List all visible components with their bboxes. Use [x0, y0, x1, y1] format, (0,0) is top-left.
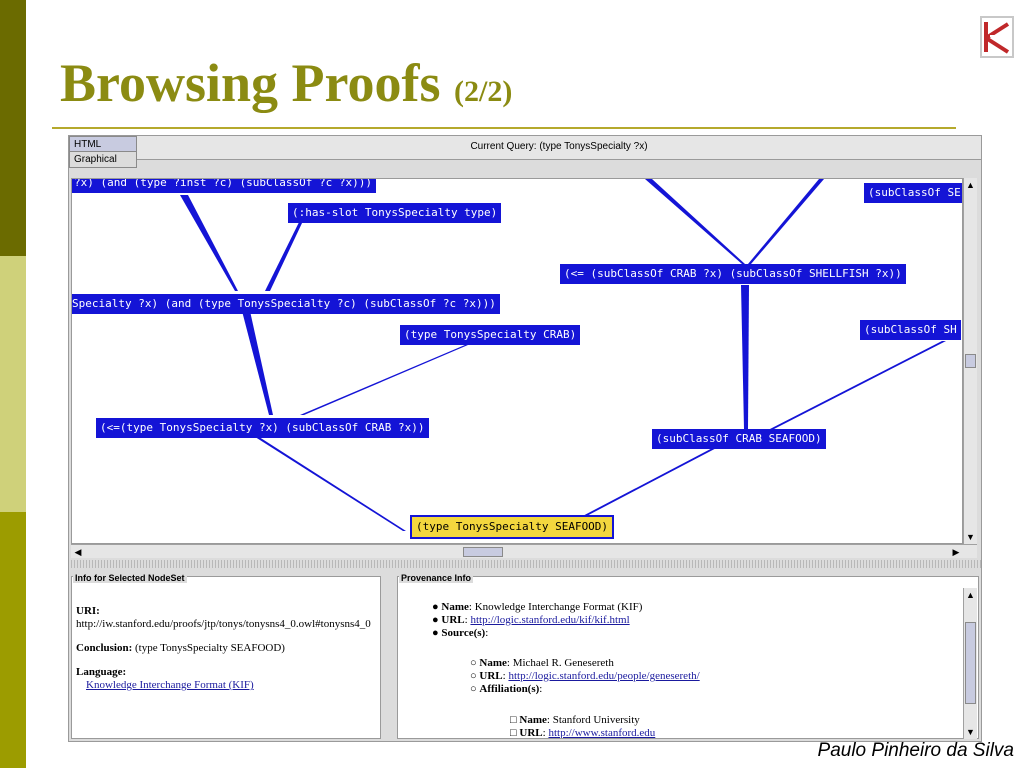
graph-node[interactable]: (<=(type TonysSpecialty ?x) (subClassOf …: [96, 418, 429, 438]
scroll-up-icon[interactable]: ▲: [966, 180, 975, 190]
source-name-row: ○ Name: Michael R. Genesereth: [470, 657, 614, 669]
info-panel-label: Info for Selected NodeSet: [73, 573, 187, 583]
affiliation-name-label: Name: [519, 714, 547, 726]
conclusion-label: Conclusion:: [76, 642, 133, 654]
scroll-thumb[interactable]: [965, 354, 976, 368]
graph-edge: [252, 435, 406, 531]
provenance-vertical-scrollbar[interactable]: ▲ ▼: [963, 588, 977, 739]
graph-edge: [741, 285, 749, 429]
prov-name-row: ● Name: Knowledge Interchange Format (KI…: [432, 601, 643, 613]
uri-value: http://iw.stanford.edu/proofs/jtp/tonys/…: [76, 618, 371, 630]
prov-url-link[interactable]: http://logic.stanford.edu/kif/kif.html: [470, 614, 630, 626]
affiliation-url-row: □ URL: http://www.stanford.edu: [510, 727, 656, 739]
graph-edge: [554, 443, 726, 531]
author-footer: Paulo Pinheiro da Silva: [817, 740, 1014, 761]
proof-browser-window: HTML Graphical Current Query: (type Tony…: [68, 135, 982, 742]
accent-stripe-bottom: [0, 512, 26, 768]
graph-edge: [645, 179, 745, 264]
affiliation-url-link[interactable]: http://www.stanford.edu: [548, 727, 656, 739]
view-tabs: HTML Graphical: [69, 136, 137, 168]
prov-sources-row: ● Source(s):: [432, 627, 489, 639]
source-url-row: ○ URL: http://logic.stanford.edu/people/…: [470, 670, 700, 682]
graph-node[interactable]: ?x) (and (type ?inst ?c) (subClassOf ?c …: [72, 179, 377, 193]
graph-edge: [770, 341, 946, 429]
affiliations-label: Affiliation(s): [479, 683, 540, 695]
language-link[interactable]: Knowledge Interchange Format (KIF): [86, 679, 254, 691]
scroll-down-icon[interactable]: ▼: [966, 532, 975, 542]
graph-node[interactable]: (type TonysSpecialty CRAB): [400, 325, 581, 345]
source-url-label: URL: [479, 670, 503, 682]
tab-graphical[interactable]: Graphical: [69, 152, 137, 168]
prov-url-label: URL: [441, 614, 465, 626]
graph-horizontal-scrollbar[interactable]: ◀ ▶: [71, 544, 977, 558]
affiliation-name-value: : Stanford University: [546, 714, 640, 726]
graph-edge: [300, 342, 475, 415]
provenance-panel-label: Provenance Info: [399, 573, 474, 583]
graph-node[interactable]: (subClassOf SH: [860, 320, 961, 340]
info-content: URI: http://iw.stanford.edu/proofs/jtp/t…: [76, 605, 376, 692]
graph-edge: [180, 195, 238, 291]
uri-label: URI:: [76, 605, 100, 617]
affiliation-name-row: □ Name: Stanford University: [510, 714, 640, 726]
graph-edges: [180, 179, 946, 531]
graph-edge: [242, 311, 273, 415]
scroll-right-icon[interactable]: ▶: [952, 547, 960, 557]
source-url-link[interactable]: http://logic.stanford.edu/people/geneser…: [508, 670, 700, 682]
current-query-bar: Current Query: (type TonysSpecialty ?x): [137, 136, 981, 160]
graph-node[interactable]: (subClassOf SE: [864, 183, 962, 203]
source-name-label: Name: [479, 657, 507, 669]
scroll-down-icon[interactable]: ▼: [966, 727, 975, 737]
conclusion-value: (type TonysSpecialty SEAFOOD): [135, 642, 285, 654]
scroll-thumb[interactable]: [463, 547, 503, 557]
prov-name-value: : Knowledge Interchange Format (KIF): [468, 601, 643, 613]
scroll-up-icon[interactable]: ▲: [966, 590, 975, 600]
affiliation-url-label: URL: [519, 727, 543, 739]
slide-title-suffix: (2/2): [454, 75, 513, 108]
graph-edge: [748, 179, 824, 264]
split-divider[interactable]: [69, 560, 981, 568]
proof-graph-canvas[interactable]: ?x) (and (type ?inst ?c) (subClassOf ?c …: [71, 178, 963, 544]
tab-html[interactable]: HTML: [69, 136, 137, 152]
graph-node[interactable]: Specialty ?x) (and (type TonysSpecialty …: [72, 294, 500, 314]
title-rule: [52, 127, 956, 129]
prov-url-row: ● URL: http://logic.stanford.edu/kif/kif…: [432, 614, 630, 626]
language-label: Language:: [76, 666, 127, 678]
slide-title: Browsing Proofs (2/2): [60, 56, 512, 110]
graph-node[interactable]: (:has-slot TonysSpecialty type): [288, 203, 502, 223]
logo-icon: [980, 16, 1014, 58]
provenance-panel: ● Name: Knowledge Interchange Format (KI…: [397, 576, 979, 739]
affiliations-row: ○ Affiliation(s):: [470, 683, 543, 695]
prov-name-label: Name: [441, 601, 469, 613]
info-panel: URI: http://iw.stanford.edu/proofs/jtp/t…: [71, 576, 381, 739]
scroll-thumb[interactable]: [965, 622, 976, 704]
graph-node[interactable]: (<= (subClassOf CRAB ?x) (subClassOf SHE…: [560, 264, 906, 284]
source-name-value: : Michael R. Genesereth: [506, 657, 614, 669]
slide-title-main: Browsing Proofs: [60, 53, 441, 113]
accent-stripe-middle: [0, 256, 26, 512]
graph-edge: [265, 204, 311, 291]
scroll-left-icon[interactable]: ◀: [74, 547, 82, 557]
graph-node-selected[interactable]: (type TonysSpecialty SEAFOOD): [410, 515, 615, 539]
graph-node[interactable]: (subClassOf CRAB SEAFOOD): [652, 429, 826, 449]
accent-stripe-top: [0, 0, 26, 256]
graph-vertical-scrollbar[interactable]: ▲ ▼: [963, 178, 977, 544]
prov-sources-label: Source(s): [441, 627, 486, 639]
